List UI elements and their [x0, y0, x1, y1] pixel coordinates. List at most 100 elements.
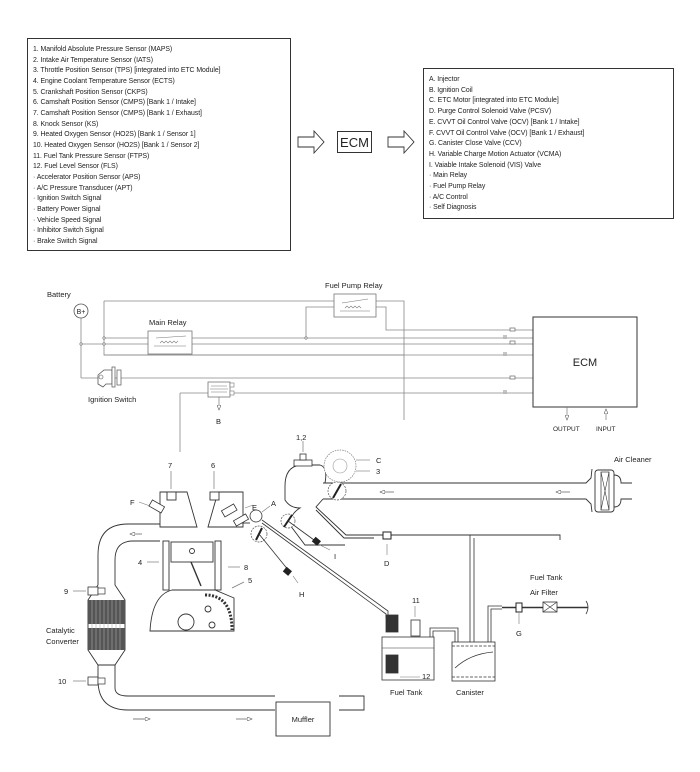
canister-icon	[429, 535, 502, 682]
battery-symbol: B+	[77, 309, 86, 316]
output-actuator-item: · Self Diagnosis	[429, 204, 477, 212]
engine-sensor-callouts	[147, 561, 245, 589]
output-actuator-item: I. Vaiable Intake Solenoid (VIS) Valve	[429, 161, 541, 169]
input-signal-item: · A/C Pressure Transducer (APT)	[33, 184, 133, 192]
input-signal-item: · Vehicle Speed Signal	[33, 216, 102, 224]
output-actuators-items: A. Injector B. Ignition Coil C. ETC Motor …	[429, 75, 673, 214]
battery-icon: B+	[73, 303, 89, 319]
callout-b: B	[216, 417, 221, 426]
fuel-pump-relay-label: Fuel Pump Relay	[325, 281, 383, 290]
callout-h: H	[299, 590, 304, 599]
input-signal-item: · Ignition Switch Signal	[33, 195, 102, 203]
input-signal-item: 3. Throttle Position Sensor (TPS) [integ…	[33, 67, 221, 75]
map-iat-sensor-icon	[293, 441, 313, 467]
input-signal-item: 5. Crankshaft Position Sensor (CKPS)	[33, 88, 148, 96]
input-signal-item: 6. Camshaft Position Sensor (CMPS) [Bank…	[33, 99, 196, 107]
output-actuator-item: · Main Relay	[429, 172, 468, 180]
callout-d: D	[384, 559, 390, 568]
ecm-module	[532, 316, 638, 408]
ecm-summary-box: ECM	[337, 131, 372, 153]
vis-valve-icon	[280, 513, 331, 551]
ignition-switch-icon	[97, 366, 122, 388]
input-signal-item: · Brake Switch Signal	[33, 237, 98, 245]
output-actuator-item: E. CVVT Oil Control Valve (OCV) [Bank 1 …	[429, 118, 580, 126]
input-block-arrow-icon	[297, 129, 325, 155]
callout-a: A	[271, 499, 276, 508]
output-actuator-item: · Fuel Pump Relay	[429, 183, 486, 191]
callout-10: 10	[58, 677, 66, 686]
callout-1-2: 1,2	[296, 433, 306, 442]
catalytic-label-2: Converter	[46, 637, 79, 646]
input-signal-item: · Inhibitor Switch Signal	[33, 227, 104, 235]
output-actuator-item: C. ETC Motor [integrated into ETC Module…	[429, 97, 559, 105]
engine-head	[159, 491, 244, 528]
fuel-tank-label: Fuel Tank	[390, 688, 423, 697]
input-signal-item: 7. Camshaft Position Sensor (CMPS) [Bank…	[33, 109, 202, 117]
camshaft-sensor-callouts	[170, 471, 215, 489]
callout-3: 3	[376, 467, 380, 476]
fuel-tank-air-filter-label-1: Fuel Tank	[530, 573, 563, 582]
input-signal-item: · Accelerator Position Sensor (APS)	[33, 173, 141, 181]
callout-6: 6	[211, 461, 215, 470]
callout-4: 4	[138, 558, 142, 567]
input-signals-list: 1. Manifold Absolute Pressure Sensor (MA…	[27, 38, 291, 251]
cylinder-block	[149, 540, 235, 632]
fuel-pump-relay-icon	[333, 293, 377, 318]
input-signals-items: 1. Manifold Absolute Pressure Sensor (MA…	[33, 45, 290, 247]
callout-f: F	[130, 498, 135, 507]
input-signal-item: 2. Intake Air Temperature Sensor (IATS)	[33, 56, 153, 64]
input-signal-item: 4. Engine Coolant Temperature Sensor (EC…	[33, 77, 175, 85]
airflow-arrows	[130, 492, 570, 534]
output-actuator-item: · A/C Control	[429, 193, 468, 201]
output-block-arrow-icon	[387, 129, 415, 155]
output-actuator-item: G. Canister Close Valve (CCV)	[429, 140, 522, 148]
actuator-callout-lines	[138, 501, 271, 513]
o2-sensor-9-icon	[73, 586, 106, 596]
output-actuator-item: B. Ignition Coil	[429, 86, 473, 94]
ecm-input-label: INPUT	[596, 426, 616, 433]
battery-label: Battery	[47, 290, 71, 299]
output-actuator-item: F. CVVT Oil Control Valve (OCV) [Bank 1 …	[429, 129, 585, 137]
catalytic-converter-icon	[87, 584, 126, 666]
intake-duct	[284, 464, 593, 546]
catalytic-label-1: Catalytic	[46, 626, 75, 635]
input-signal-item: 8. Knock Sensor (KS)	[33, 120, 99, 128]
input-signal-item: 12. Fuel Level Sensor (FLS)	[33, 163, 118, 171]
ecm-module-label: ECM	[573, 357, 597, 369]
input-signal-item: 9. Heated Oxygen Sensor (HO2S) [Bank 1 /…	[33, 131, 196, 139]
etc-motor-icon	[323, 449, 370, 483]
ecm-output-label: OUTPUT	[553, 426, 580, 433]
callout-9: 9	[64, 587, 68, 596]
muffler-icon	[275, 701, 331, 737]
air-cleaner-icon	[594, 469, 632, 513]
throttle-body-icon	[327, 481, 347, 501]
main-relay-label: Main Relay	[149, 318, 187, 327]
callout-c: C	[376, 456, 382, 465]
callout-11: 11	[412, 596, 420, 605]
canister-close-valve-icon	[502, 602, 588, 624]
ocv-and-injector-icons	[148, 499, 263, 527]
input-signal-item: · Battery Power Signal	[33, 205, 101, 213]
wiring-junction-dots	[79, 336, 308, 346]
canister-label: Canister	[456, 688, 484, 697]
callout-g: G	[516, 629, 522, 638]
callout-e: E	[252, 503, 257, 512]
ignition-coil-icon	[207, 381, 235, 410]
fuel-tank-air-filter-icon	[542, 600, 589, 615]
input-signal-item: 10. Heated Oxygen Sensor (HO2S) [Bank 1 …	[33, 141, 200, 149]
callout-i: I	[334, 552, 336, 561]
o2-sensor-10-icon	[73, 676, 106, 686]
fuel-tank-air-filter-label-2: Air Filter	[530, 588, 558, 597]
output-actuator-item: H. Variable Charge Motion Actuator (VCMA…	[429, 150, 562, 158]
output-actuator-item: D. Purge Control Solenoid Valve (PCSV)	[429, 108, 552, 116]
purge-control-valve-icon	[382, 531, 392, 555]
callout-8: 8	[244, 563, 248, 572]
main-relay-icon	[147, 330, 193, 355]
callout-5: 5	[248, 576, 252, 585]
output-actuator-item: A. Injector	[429, 76, 460, 83]
callout-7: 7	[168, 461, 172, 470]
vcma-valve-icon	[250, 525, 299, 584]
ecm-connector-pins	[503, 327, 516, 394]
fuel-tank-icon	[381, 614, 435, 681]
